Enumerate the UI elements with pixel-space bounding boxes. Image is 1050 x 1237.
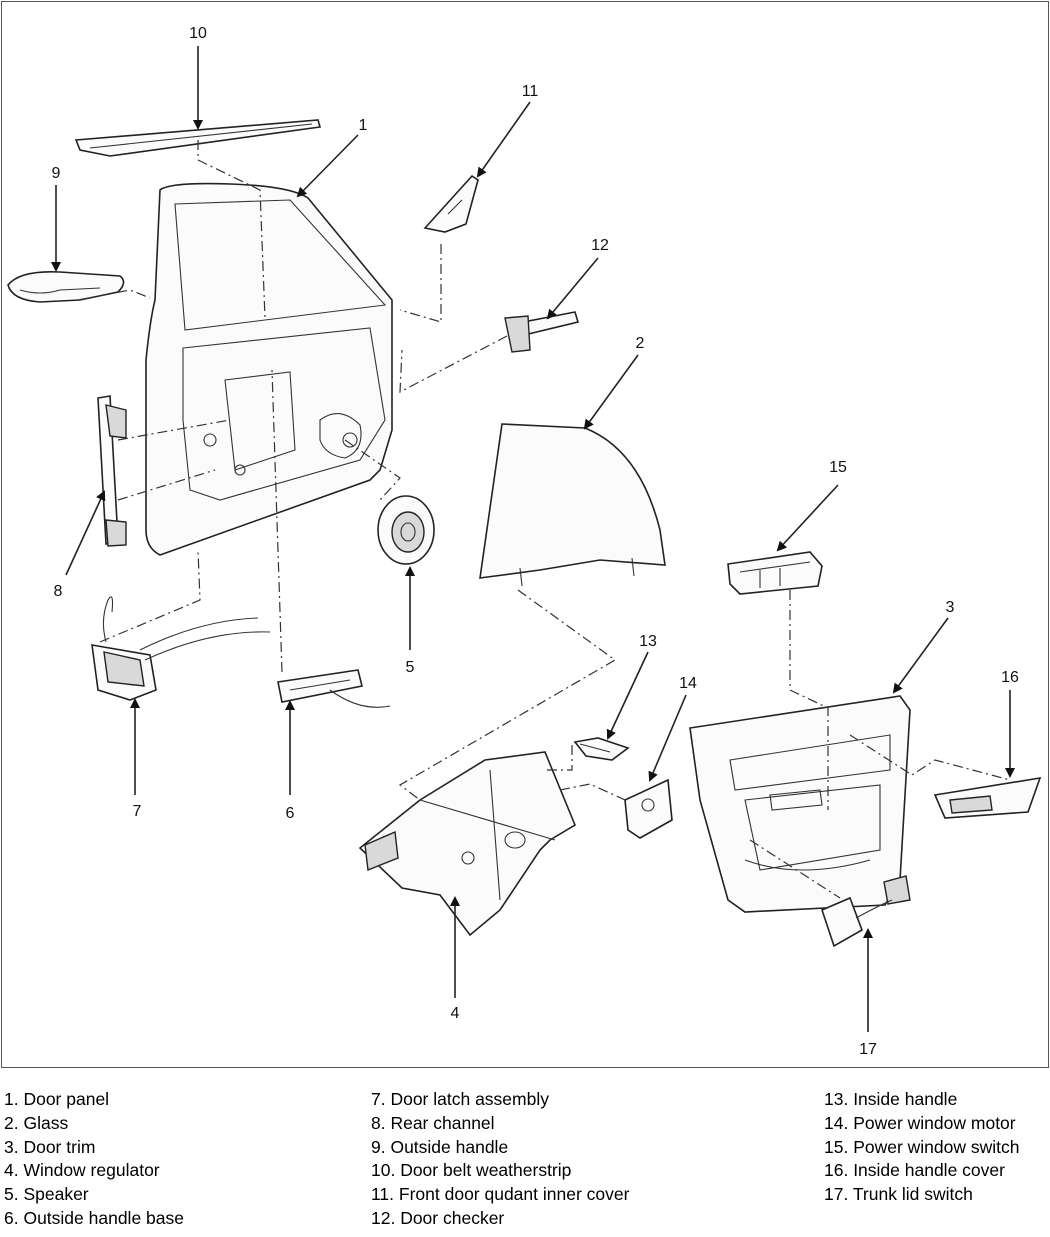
callout-6: 6 — [286, 805, 295, 822]
assembly-guide-lines — [77, 140, 1011, 899]
glass — [479, 423, 666, 587]
legend-item: 2. Glass — [4, 1112, 69, 1133]
inside-handle-cover — [933, 776, 1042, 819]
front-door-quadrant-inner-cover — [423, 174, 479, 233]
parts-legend: 1. Door panel 2. Glass 3. Door trim 4. W… — [0, 1088, 1050, 1233]
callout-17: 17 — [859, 1041, 877, 1058]
callout-7: 7 — [133, 803, 142, 820]
callout-13: 13 — [639, 633, 657, 650]
legend-item: 12. Door checker — [371, 1207, 505, 1228]
callout-4: 4 — [451, 1005, 460, 1022]
power-window-switch — [727, 551, 823, 595]
callout-5: 5 — [406, 659, 415, 676]
legend-column-1: 1. Door panel 2. Glass 3. Door trim 4. W… — [4, 1088, 184, 1231]
legend-item: 16. Inside handle cover — [824, 1160, 1005, 1181]
callout-10: 10 — [189, 25, 207, 42]
callout-2: 2 — [636, 335, 645, 352]
door-latch-assembly — [91, 596, 271, 701]
speaker — [377, 495, 435, 565]
callout-numbers: 1 2 3 4 5 6 7 8 9 10 11 12 13 14 15 16 1… — [52, 25, 1019, 1058]
legend-item: 13. Inside handle — [824, 1089, 958, 1109]
callout-8: 8 — [54, 583, 63, 600]
trunk-lid-switch — [821, 875, 911, 948]
legend-item: 9. Outside handle — [371, 1136, 509, 1157]
callout-11: 11 — [522, 83, 539, 100]
legend-item: 15. Power window switch — [824, 1136, 1020, 1157]
power-window-motor — [624, 778, 673, 839]
legend-column-3: 13. Inside handle 14. Power window motor… — [824, 1088, 1020, 1207]
legend-item: 8. Rear channel — [371, 1112, 495, 1133]
outside-handle-base — [277, 669, 391, 708]
legend-item: 17. Trunk lid switch — [824, 1184, 973, 1205]
callout-1: 1 — [359, 117, 368, 134]
legend-item: 1. Door panel — [4, 1089, 110, 1109]
legend-item: 10. Door belt weatherstrip — [371, 1160, 572, 1181]
door-panel — [145, 182, 393, 556]
legend-item: 7. Door latch assembly — [371, 1089, 549, 1109]
callout-leaders — [51, 46, 1015, 1032]
legend-item: 11. Front door qudant inner cover — [371, 1184, 630, 1205]
diagram-frame — [1, 1, 1049, 1068]
inside-handle — [573, 737, 630, 761]
legend-item: 4. Window regulator — [4, 1160, 160, 1181]
callout-3: 3 — [946, 599, 955, 616]
legend-item: 14. Power window motor — [824, 1112, 1016, 1133]
door-belt-weatherstrip — [74, 119, 322, 157]
callout-12: 12 — [591, 237, 609, 254]
door-checker — [504, 311, 580, 353]
window-regulator — [358, 751, 577, 937]
legend-column-2: 7. Door latch assembly 8. Rear channel 9… — [371, 1088, 629, 1231]
door-exploded-view: 1 2 3 4 5 6 7 8 9 10 11 12 13 14 15 16 1… — [7, 25, 1042, 1058]
legend-item: 6. Outside handle base — [4, 1207, 184, 1228]
legend-item: 3. Door trim — [4, 1136, 96, 1157]
callout-9: 9 — [52, 165, 61, 182]
door-trim — [689, 695, 911, 913]
outside-handle — [7, 270, 125, 303]
legend-item: 5. Speaker — [4, 1184, 89, 1205]
callout-14: 14 — [679, 675, 697, 692]
rear-channel — [97, 395, 127, 547]
callout-16: 16 — [1001, 669, 1019, 686]
callout-15: 15 — [829, 459, 847, 476]
